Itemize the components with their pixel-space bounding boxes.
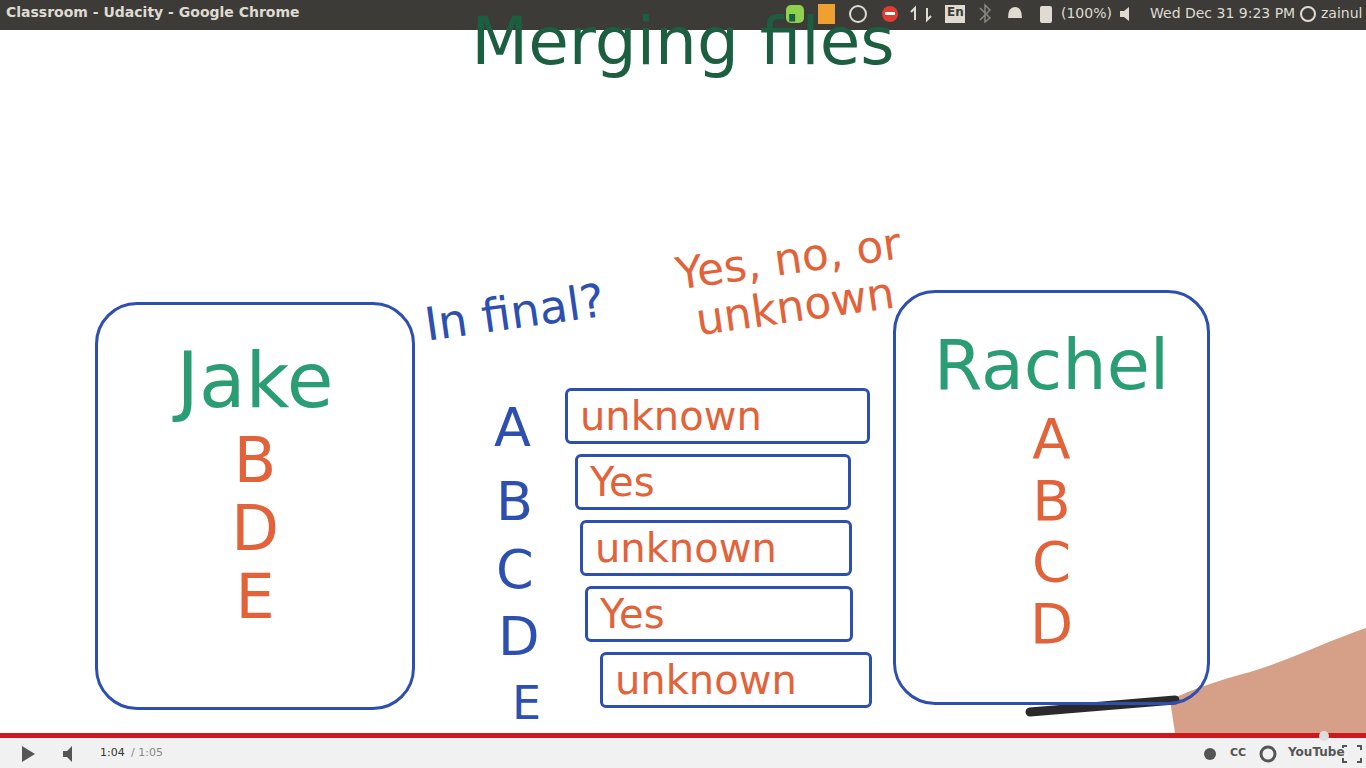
- window-title-text: Classroom - Udacity - Google Chrome: [6, 4, 300, 20]
- time-total: / 1:05: [131, 747, 163, 759]
- time-total-text: / 1:05: [131, 746, 163, 759]
- clock-icon: [1204, 748, 1216, 760]
- row-letter: E: [512, 678, 541, 729]
- person-name: Rachel: [934, 327, 1169, 404]
- title-text: Merging files: [471, 3, 894, 80]
- tray-text: En: [947, 6, 964, 19]
- file-letter: D: [231, 495, 279, 563]
- pen-illustration: [1030, 700, 1175, 712]
- tray-icon: [1301, 7, 1315, 21]
- status-box: Yes: [585, 586, 853, 642]
- player-controls: [0, 733, 1366, 768]
- status-box: unknown: [565, 388, 870, 444]
- volume-icon: [63, 746, 72, 762]
- file-letter: D: [1030, 593, 1073, 655]
- youtube-logo-text: YouTube: [1288, 745, 1345, 759]
- row-letter: D: [498, 607, 540, 666]
- time-current: 1:04: [100, 747, 125, 759]
- battery-text: (100%): [1061, 6, 1112, 21]
- progress-bar: [0, 733, 1366, 738]
- window-title: Classroom - Udacity - Google Chrome: [6, 5, 300, 20]
- tray-icon: [1008, 7, 1022, 18]
- status-text: unknown: [580, 394, 762, 438]
- file-letter: C: [1032, 531, 1071, 593]
- row-letter-text: E: [512, 676, 541, 730]
- row-letter-text: D: [498, 605, 540, 668]
- status-text: Yes: [590, 460, 655, 504]
- question-label-text: In final?: [421, 273, 608, 352]
- file-letter: E: [235, 563, 274, 631]
- tray-icon: [1120, 7, 1129, 21]
- captions-button-text: CC: [1230, 746, 1246, 759]
- answer-options-text: Yes, no, or unknown: [672, 217, 904, 345]
- person-box: RachelABCD: [893, 290, 1210, 705]
- fullscreen-icon: [1343, 746, 1361, 762]
- tray-icon: [980, 5, 990, 22]
- question-label: In final?: [421, 275, 607, 350]
- status-text: Yes: [600, 592, 665, 636]
- hand-illustration: [1170, 628, 1366, 733]
- tray-icon: [1040, 6, 1052, 23]
- time-current-text: 1:04: [100, 746, 125, 759]
- answer-options: Yes, no, or unknown: [661, 218, 922, 349]
- tray-text-text: En: [947, 5, 964, 19]
- row-letter-text: C: [496, 538, 534, 601]
- user-name: zainul: [1321, 6, 1362, 21]
- battery-text-text: (100%): [1061, 5, 1112, 21]
- status-text: unknown: [595, 526, 777, 570]
- row-letter-text: B: [496, 470, 533, 533]
- status-box: unknown: [580, 520, 852, 576]
- settings-icon: [1261, 747, 1275, 761]
- status-box: unknown: [600, 652, 872, 708]
- captions-button: CC: [1230, 747, 1246, 759]
- person-box: JakeBDE: [95, 302, 415, 710]
- clock-text: Wed Dec 31 9:23 PM: [1150, 6, 1295, 21]
- progress-handle: [1319, 731, 1329, 741]
- tray-icon: [945, 5, 965, 23]
- youtube-logo: YouTube: [1288, 746, 1345, 759]
- row-letter: B: [496, 472, 533, 531]
- play-icon: [22, 746, 35, 762]
- row-letter-text: A: [494, 396, 531, 459]
- status-box: Yes: [575, 454, 851, 510]
- clock-text-text: Wed Dec 31 9:23 PM: [1150, 5, 1295, 21]
- row-letter: C: [496, 540, 534, 599]
- tray-icon: [911, 8, 931, 20]
- file-letter: A: [1032, 408, 1070, 470]
- user-name-text: zainul: [1321, 5, 1362, 21]
- row-letter: A: [494, 398, 531, 457]
- file-letter: B: [234, 427, 277, 495]
- status-text: unknown: [615, 658, 797, 702]
- person-name: Jake: [176, 339, 333, 423]
- file-letter: B: [1032, 470, 1070, 532]
